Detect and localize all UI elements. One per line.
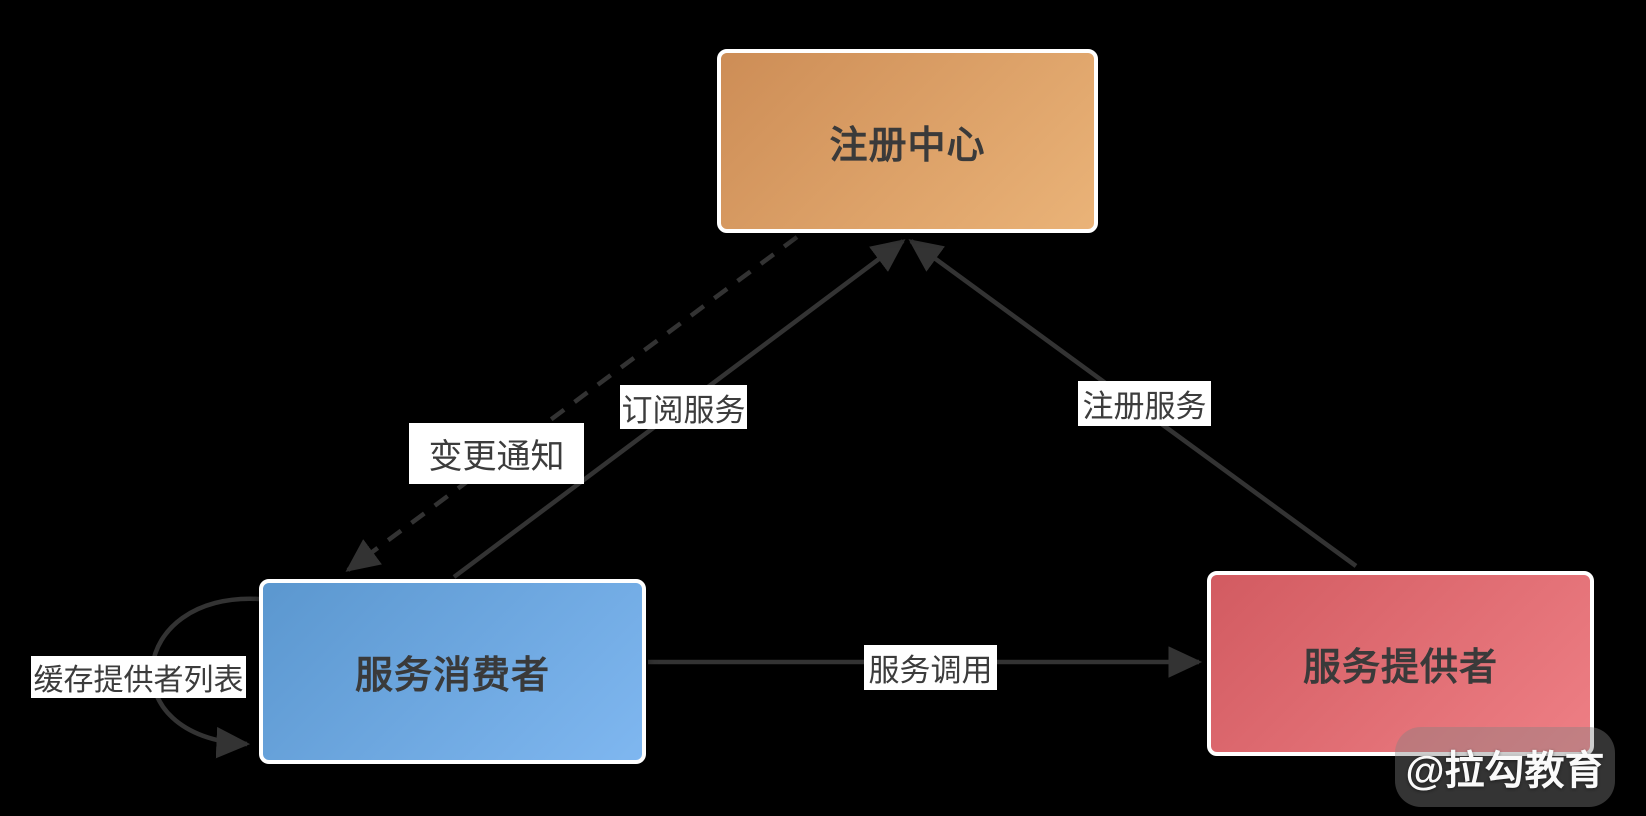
- edge-label-service-invoke: 服务调用: [864, 645, 997, 690]
- node-registry-center-label: 注册中心: [829, 124, 986, 167]
- node-service-provider-label: 服务提供者: [1302, 647, 1498, 689]
- watermark-badge: @拉勾教育: [1395, 727, 1615, 807]
- edge-label-subscribe-service: 订阅服务: [620, 385, 747, 429]
- node-service-consumer: 服务消费者: [259, 579, 646, 764]
- node-service-consumer-label: 服务消费者: [354, 655, 550, 697]
- edge-change-notification: [345, 235, 799, 572]
- watermark-text: @拉勾教育: [1405, 749, 1605, 793]
- node-registry-center: 注册中心: [717, 49, 1098, 233]
- edge-label-cache-provider-list: 缓存提供者列表: [31, 656, 246, 698]
- edge-label-register-service: 注册服务: [1078, 381, 1211, 426]
- edge-label-change-notification: 变更通知: [409, 423, 584, 484]
- node-service-provider: 服务提供者: [1207, 571, 1594, 756]
